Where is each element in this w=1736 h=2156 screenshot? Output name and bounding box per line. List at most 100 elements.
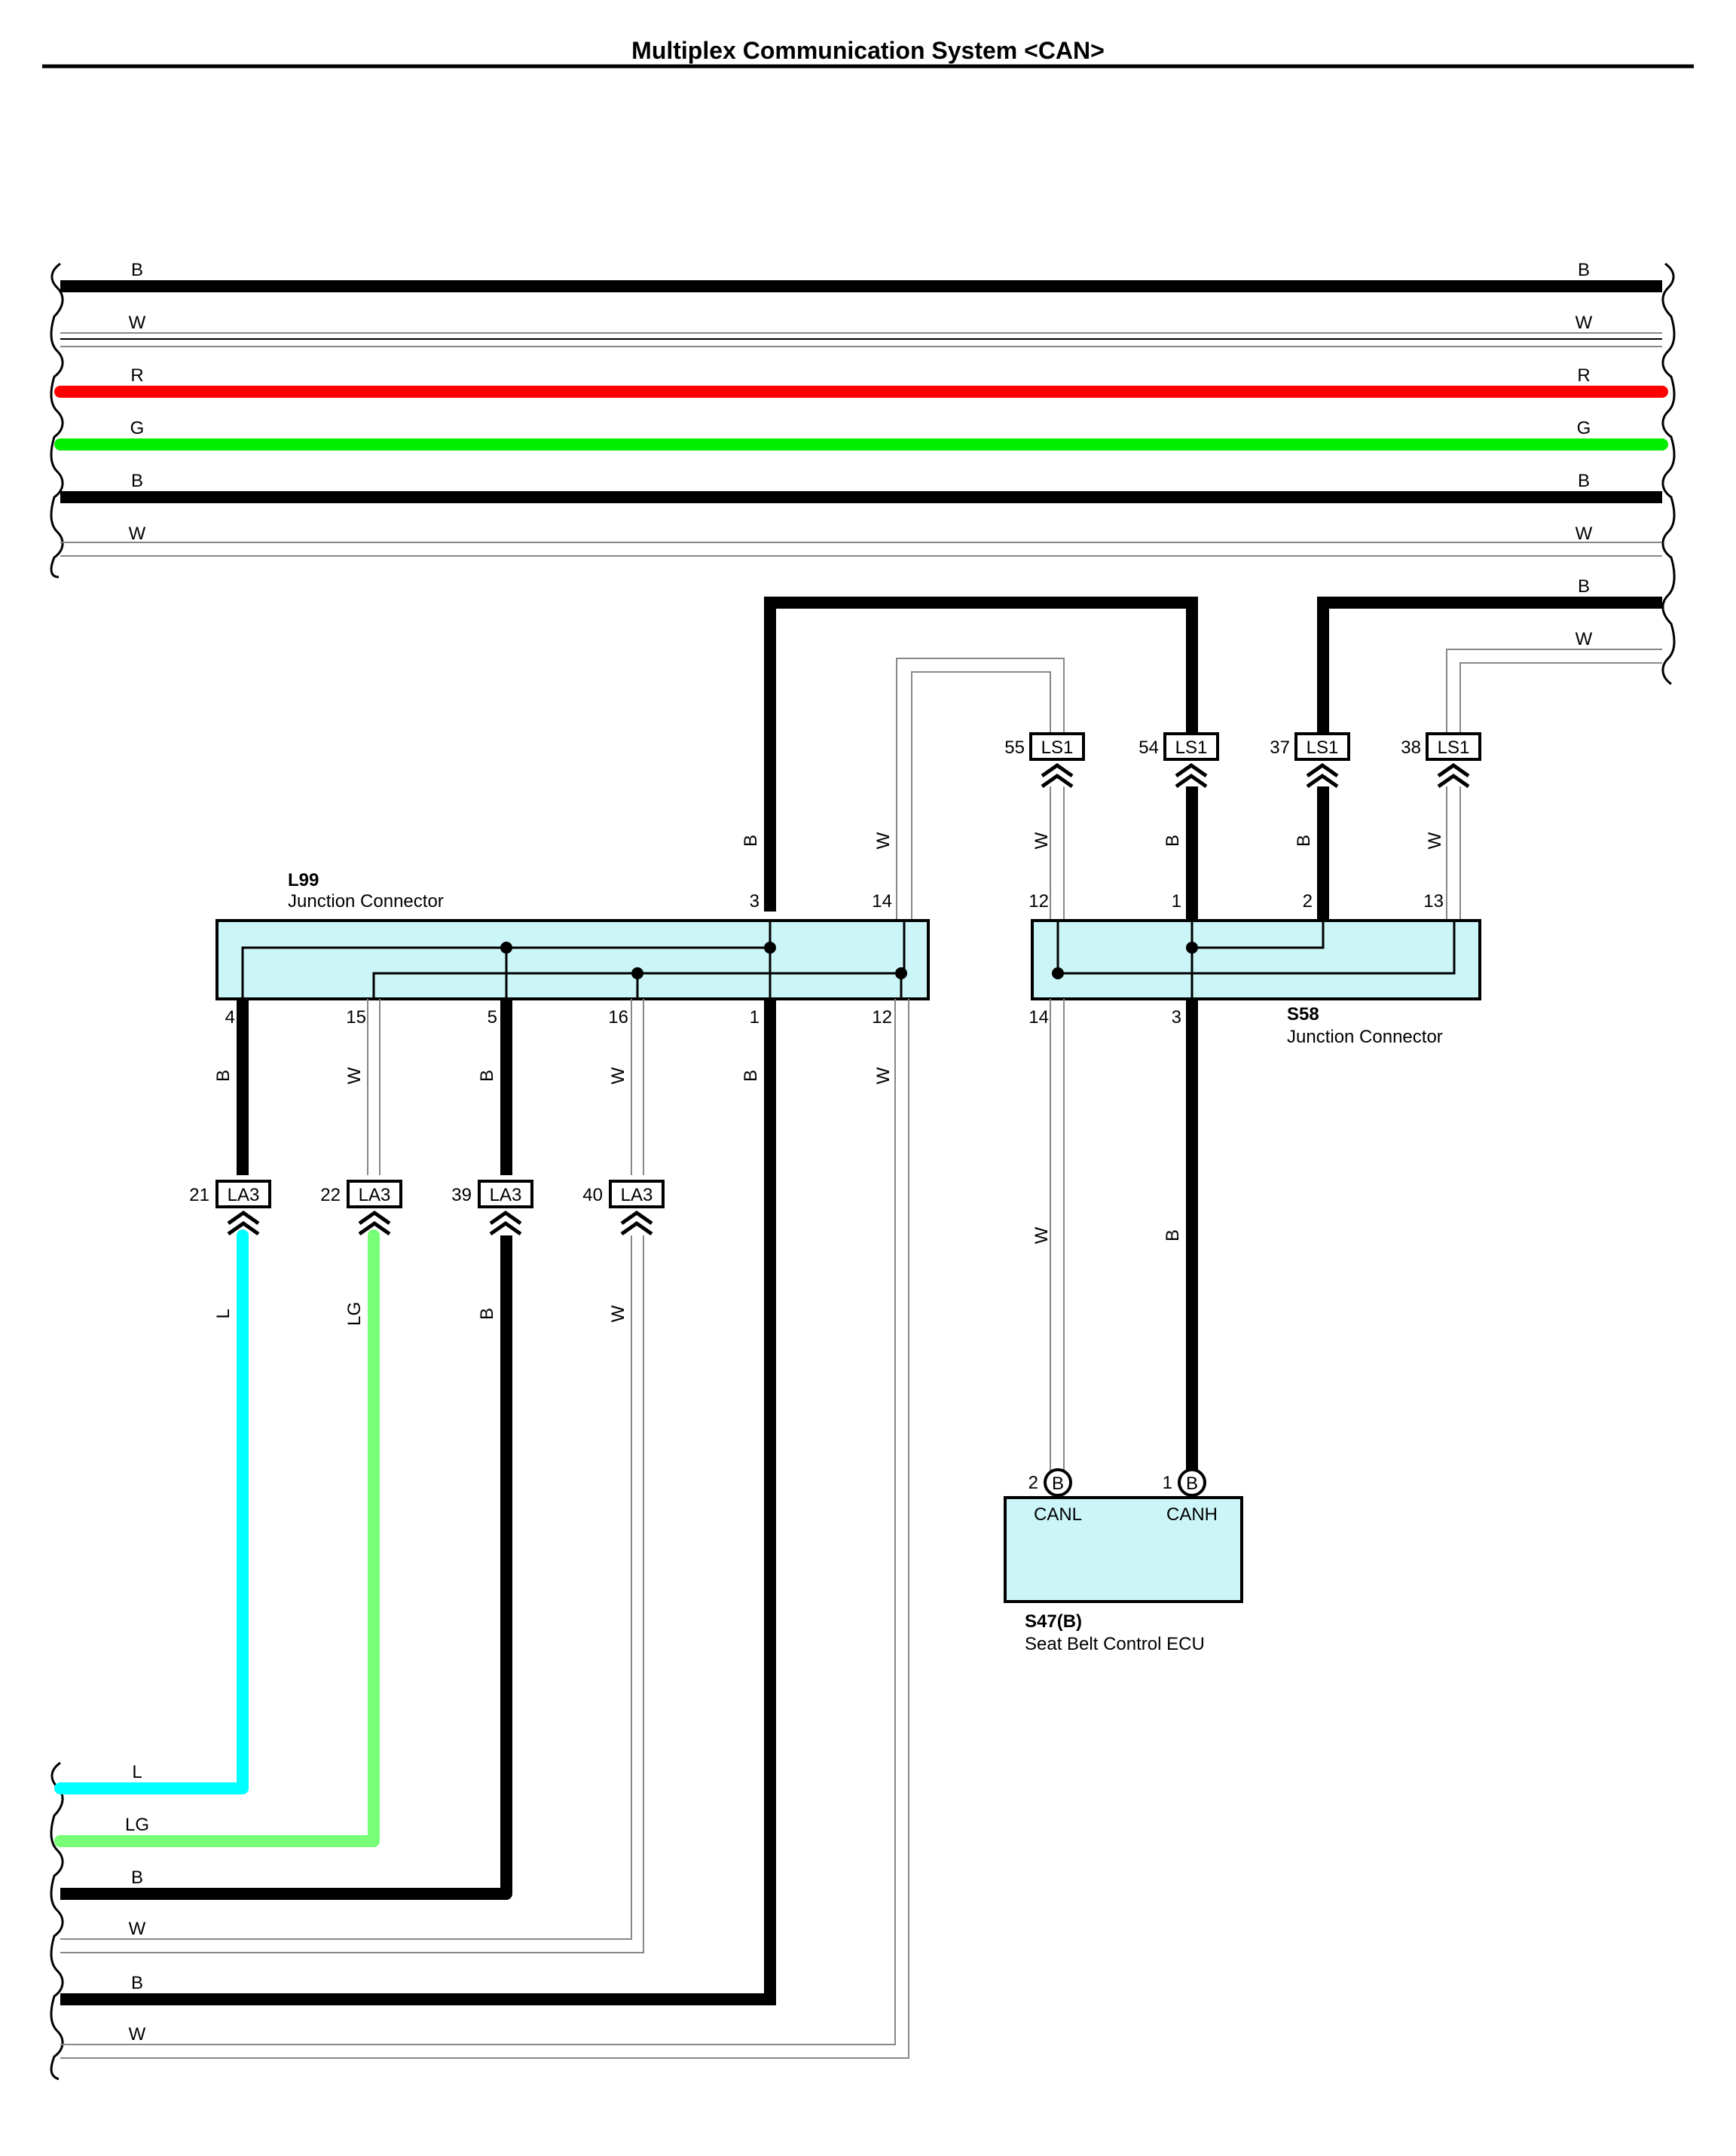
right-bus-bracket — [1661, 262, 1676, 686]
bus-label: W — [1576, 524, 1593, 544]
l99-pin: 12 — [872, 1007, 892, 1028]
l99-desc: Junction Connector — [288, 891, 444, 912]
svg-text:21: 21 — [189, 1185, 209, 1205]
bus-label: W — [1576, 313, 1593, 333]
ls1-pin-number: 37 — [1270, 737, 1290, 758]
svg-text:LA3: LA3 — [621, 1185, 653, 1205]
bus-label: W — [129, 313, 146, 333]
svg-text:B: B — [741, 1070, 761, 1082]
ecu-signal: CANL — [1034, 1504, 1082, 1525]
ls1-connector-37: 37 LS1 — [1270, 732, 1350, 789]
la3-lower-wire-labels: L LG B W — [213, 1302, 628, 1326]
l99-la3-wires — [237, 999, 644, 1175]
l99-upper-wire-labels: B W — [741, 832, 894, 849]
svg-text:B: B — [741, 835, 761, 847]
svg-text:W: W — [1425, 832, 1445, 849]
la3-connector-39: 39 LA3 — [451, 1180, 533, 1236]
l99-pin: 1 — [750, 1007, 760, 1028]
bus-label: B — [131, 471, 143, 491]
la3-connector-22: 22 LA3 — [320, 1180, 402, 1236]
svg-text:LA3: LA3 — [359, 1185, 391, 1205]
ls1-pin-number: 38 — [1401, 737, 1421, 758]
svg-text:B: B — [1294, 835, 1314, 847]
svg-text:W: W — [608, 1305, 628, 1322]
ls1-connector-38: 38 LS1 — [1401, 732, 1481, 789]
ls1-connectors: 55 LS1 54 LS1 37 LS1 38 LS1 — [1004, 732, 1481, 789]
svg-text:B: B — [477, 1308, 497, 1320]
svg-text:22: 22 — [320, 1185, 341, 1205]
s58-lower-wire-labels: W B — [1032, 1226, 1183, 1244]
svg-text:LA3: LA3 — [228, 1185, 260, 1205]
bus-label: R — [130, 365, 143, 386]
left-bus-bracket — [50, 262, 64, 579]
s58-pin: 14 — [1028, 1007, 1049, 1028]
la3-connector-40: 40 LA3 — [582, 1180, 665, 1236]
ls1-connector-55: 55 LS1 — [1004, 732, 1085, 789]
s58-ecu-wires — [1050, 999, 1198, 1472]
bus-labels-left: B W R G B W — [129, 260, 146, 544]
s58-body — [1031, 919, 1481, 1000]
svg-text:L: L — [213, 1309, 234, 1318]
ls1-name: LS1 — [1307, 737, 1339, 758]
svg-text:LG: LG — [125, 1815, 149, 1835]
svg-text:B: B — [213, 1070, 234, 1082]
la3-connector-21: 21 LA3 — [189, 1180, 271, 1236]
ls1-connector-54: 54 LS1 — [1138, 732, 1219, 789]
l99-code: L99 — [288, 870, 319, 890]
bus-label: B — [1578, 471, 1590, 491]
svg-text:1: 1 — [1163, 1473, 1172, 1493]
la3-bottom-wires — [54, 999, 909, 2059]
ls1-name: LS1 — [1438, 737, 1470, 758]
ecu-signal: CANH — [1166, 1504, 1218, 1525]
left-bottom-bracket — [50, 1761, 64, 2081]
s58-pin: 3 — [1172, 1007, 1181, 1028]
bus-label: B — [1578, 576, 1590, 597]
bus-label: G — [130, 418, 145, 438]
svg-text:B: B — [1163, 1229, 1183, 1241]
l99-pin: 14 — [872, 891, 892, 912]
bus-label: W — [129, 524, 146, 544]
ecu-body — [1004, 1496, 1243, 1603]
main-bus — [54, 280, 1668, 557]
ecu-code: S47(B) — [1025, 1611, 1082, 1632]
bus-label: B — [1578, 260, 1590, 280]
wire-b-l99-ls1-54 — [764, 597, 1198, 912]
svg-text:B: B — [131, 1867, 143, 1888]
l99-pin: 4 — [225, 1007, 235, 1028]
ls1-name: LS1 — [1175, 737, 1208, 758]
svg-text:LA3: LA3 — [490, 1185, 522, 1205]
svg-text:B: B — [1186, 1473, 1198, 1494]
svg-text:B: B — [1052, 1473, 1064, 1494]
l99-pin: 16 — [608, 1007, 628, 1028]
s58-desc: Junction Connector — [1287, 1027, 1443, 1047]
svg-text:LG: LG — [344, 1302, 365, 1326]
s58-pin: 13 — [1423, 891, 1444, 912]
bus-label: G — [1577, 418, 1591, 438]
svg-text:B: B — [477, 1070, 497, 1082]
l99-pin: 3 — [750, 891, 760, 912]
ls1-pin-number: 55 — [1004, 737, 1025, 758]
page-title: Multiplex Communication System <CAN> — [631, 37, 1105, 64]
l99-body — [215, 919, 930, 1000]
bottom-labels: L LG B W B W — [125, 1762, 149, 2045]
l99-pin: 5 — [487, 1007, 497, 1028]
svg-text:W: W — [129, 2024, 146, 2045]
l99-lower-wire-labels: B W B W B W — [213, 1067, 894, 1084]
svg-text:W: W — [1032, 832, 1052, 849]
svg-text:W: W — [1032, 1226, 1052, 1244]
bus-label: R — [1577, 365, 1590, 386]
svg-text:L: L — [132, 1762, 142, 1782]
s58-code: S58 — [1287, 1004, 1319, 1025]
svg-text:W: W — [873, 1067, 894, 1084]
ls1-wire-labels: W B B W — [1032, 832, 1445, 849]
svg-text:W: W — [344, 1067, 365, 1084]
svg-text:39: 39 — [451, 1185, 472, 1205]
s58-pin: 12 — [1028, 891, 1049, 912]
svg-text:40: 40 — [582, 1185, 603, 1205]
svg-text:W: W — [873, 832, 894, 849]
s58-pin: 2 — [1303, 891, 1313, 912]
s58-pin: 1 — [1172, 891, 1181, 912]
l99-pin: 15 — [346, 1007, 366, 1028]
junction-s58: 12 1 2 13 14 3 S58 Junction Connector — [1028, 891, 1481, 1047]
junction-l99: L99 Junction Connector 3 14 4 15 5 16 1 … — [215, 870, 930, 1028]
